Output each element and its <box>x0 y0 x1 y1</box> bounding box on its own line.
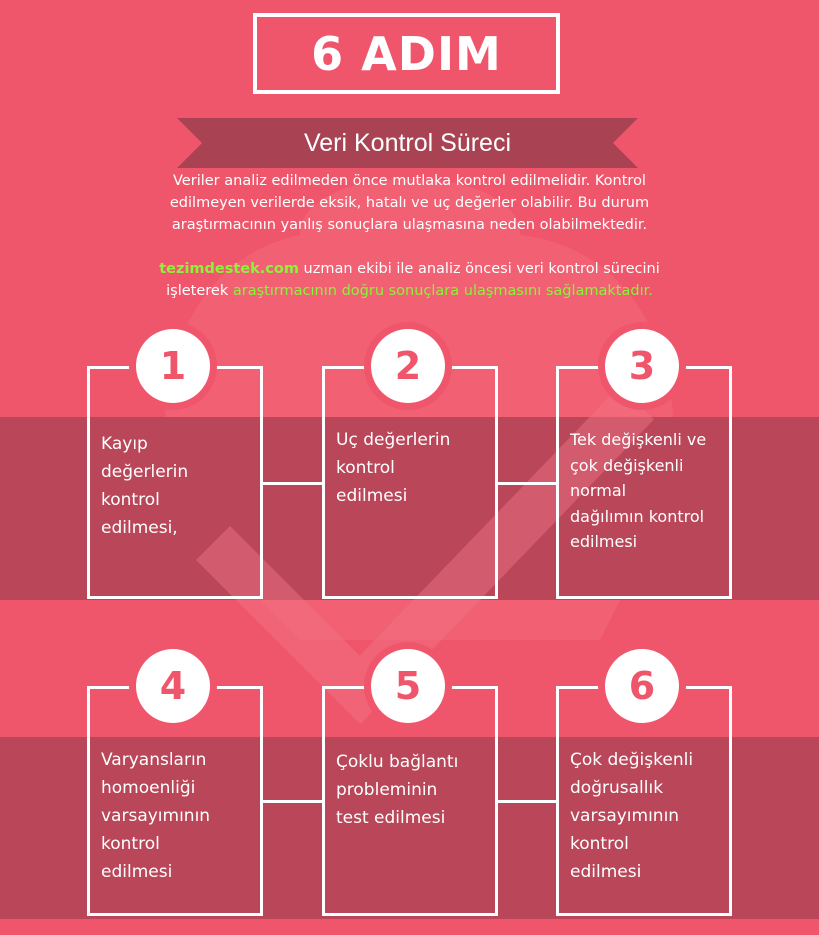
intro-line: Veriler analiz edilmeden önce mutlaka ko… <box>173 173 646 189</box>
step-number: 4 <box>159 664 187 708</box>
step-number-badge: 5 <box>371 649 445 723</box>
step-description: Uç değerlerin kontrol edilmesi <box>336 426 491 510</box>
intro-line: edilmeyen verilerde eksik, hatalı ve uç … <box>169 195 650 211</box>
step-line: doğrusallık <box>570 778 664 798</box>
subtitle: Veri Kontrol Süreci <box>303 128 512 157</box>
step-line: edilmesi <box>101 862 173 882</box>
step-number-badge: 3 <box>605 329 679 403</box>
step-line: kontrol <box>336 458 395 478</box>
connector-1-2 <box>262 482 324 485</box>
page-title: 6 ADIM <box>311 26 502 81</box>
step-line: probleminin <box>336 780 438 800</box>
step-number-badge: 2 <box>371 329 445 403</box>
step-line: varsayımının <box>101 806 211 826</box>
brand-highlight: araştırmacının doğru sonuçlara ulaşmasın… <box>232 283 653 299</box>
row-band-bottom <box>0 737 819 919</box>
step-description: Kayıp değerlerin kontrol edilmesi, <box>101 430 256 542</box>
step-line: edilmesi <box>570 532 638 551</box>
step-line: dağılımın kontrol <box>570 506 705 526</box>
brand-line-text: uzman ekibi ile analiz öncesi veri kontr… <box>298 261 660 277</box>
connector-5-6 <box>497 800 557 803</box>
step-number: 6 <box>628 664 656 708</box>
page-title-box: 6 ADIM <box>253 13 560 94</box>
step-line: normal <box>570 481 627 500</box>
step-line: varsayımının <box>570 806 680 826</box>
step-number-badge: 6 <box>605 649 679 723</box>
connector-4-5 <box>262 800 324 803</box>
brand-link[interactable]: tezimdestek.com <box>159 261 299 277</box>
brand-line: işleterek araştırmacının doğru sonuçlara… <box>100 280 719 302</box>
step-line: Varyansların <box>101 750 207 770</box>
step-line: edilmesi <box>336 486 408 506</box>
step-description: Varyansların homoenliği varsayımının kon… <box>101 746 256 886</box>
step-line: Kayıp <box>101 434 148 454</box>
brand-line: tezimdestek.com uzman ekibi ile analiz ö… <box>100 258 719 280</box>
brand-line-text: işleterek <box>166 283 233 299</box>
step-description: Çoklu bağlantı probleminin test edilmesi <box>336 748 496 832</box>
step-line: homoenliği <box>101 778 196 798</box>
step-description: Çok değişkenli doğrusallık varsayımının … <box>570 746 730 886</box>
step-line: Tek değişkenli ve <box>570 430 707 449</box>
step-line: edilmesi <box>570 862 642 882</box>
intro-line: araştırmacının yanlış sonuçlara ulaşması… <box>171 217 648 233</box>
step-line: test edilmesi <box>336 808 446 828</box>
step-line: edilmesi, <box>101 518 178 538</box>
row-band-top <box>0 417 819 600</box>
step-line: kontrol <box>570 834 629 854</box>
step-description: Tek değişkenli ve çok değişkenli normal … <box>570 427 730 555</box>
step-number-badge: 1 <box>136 329 210 403</box>
step-number: 3 <box>628 344 656 388</box>
step-line: kontrol <box>101 834 160 854</box>
step-number: 1 <box>159 344 187 388</box>
step-number-badge: 4 <box>136 649 210 723</box>
step-line: Çoklu bağlantı <box>336 752 459 772</box>
step-line: kontrol <box>101 490 160 510</box>
subtitle-ribbon <box>177 118 638 168</box>
step-line: çok değişkenli <box>570 455 684 475</box>
step-line: Uç değerlerin <box>336 430 451 450</box>
brand-paragraph: tezimdestek.com uzman ekibi ile analiz ö… <box>100 258 719 302</box>
step-number: 5 <box>394 664 422 708</box>
step-line: değerlerin <box>101 462 189 482</box>
intro-paragraph: Veriler analiz edilmeden önce mutlaka ko… <box>100 170 719 236</box>
connector-2-3 <box>497 482 557 485</box>
step-number: 2 <box>394 344 422 388</box>
step-line: Çok değişkenli <box>570 750 694 770</box>
